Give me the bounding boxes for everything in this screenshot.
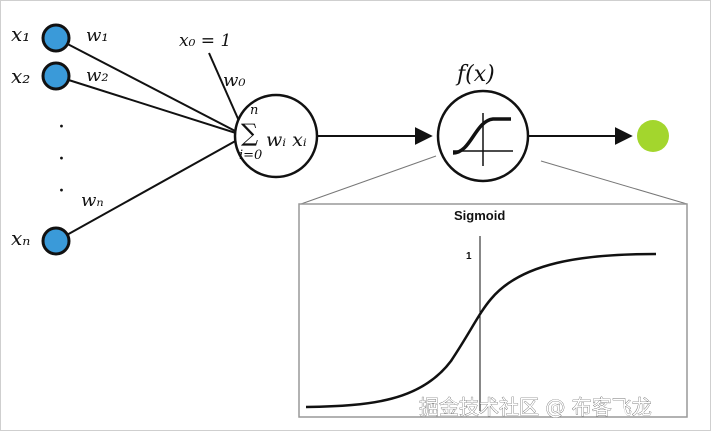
callout-line-left [300,155,437,205]
weight-w0: w₀ [223,70,246,91]
sigmoid-panel-title: Sigmoid [454,208,505,223]
ellipsis-dot-1: · [58,115,65,140]
activation-label: f(x) [455,62,495,87]
ellipsis-dot-3: · [58,179,65,204]
sigmoid-panel [298,203,688,418]
weight-wn: wₙ [81,190,104,211]
sigmoid-panel-y-tick: 1 [466,251,472,262]
label-x1: x₁ [11,22,30,46]
edge-x2-sum [55,75,240,135]
sum-lower-limit: i=0 [239,148,262,163]
ellipsis-dot-2: · [58,147,65,172]
label-x0: x₀ = 1 [179,31,231,51]
callout-line-right [540,160,688,205]
sigmoid-curve [305,252,657,409]
sum-sigma: ∑ [241,119,258,147]
sigmoid-glyph-icon [452,113,513,166]
edge-x1-sum [55,37,240,134]
watermark-text: 掘金技术社区 @ 布客飞龙 [419,395,652,419]
edge-x0-sum [208,52,240,122]
input-node-xn [41,226,71,256]
label-xn: xₙ [11,226,30,250]
sum-term: wᵢ xᵢ [266,129,307,151]
input-node-x2 [41,61,71,91]
sum-upper-limit: n [250,103,258,118]
weight-w2: w₂ [86,65,109,86]
output-node [637,120,669,152]
edge-xn-sum [55,138,240,242]
label-x2: x₂ [11,64,30,88]
weight-w1: w₁ [86,25,109,46]
input-node-x1 [41,23,71,53]
